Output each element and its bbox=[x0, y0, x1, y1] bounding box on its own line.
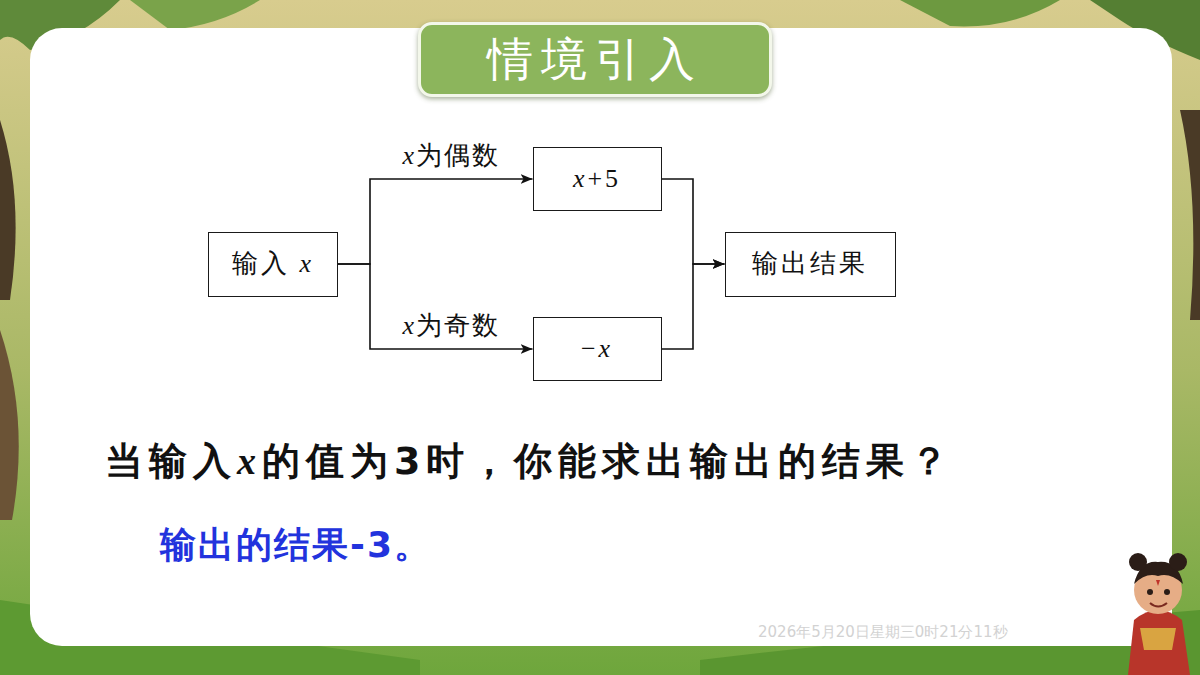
text-run: x bbox=[402, 311, 416, 340]
flow-arrow bbox=[662, 179, 725, 264]
flow-arrow bbox=[338, 179, 533, 264]
text-run: 为偶数 bbox=[416, 141, 500, 170]
text-run: 输出的结果-3。 bbox=[160, 524, 432, 565]
title-text: 情境引入 bbox=[487, 29, 703, 91]
text-run: 的值为3时，你能求出输出的结果？ bbox=[262, 439, 954, 483]
text-run: 当输入 bbox=[105, 439, 237, 483]
process-box: x+5 bbox=[533, 147, 662, 211]
process-box: 输出结果 bbox=[725, 232, 896, 297]
text-run: x bbox=[299, 249, 314, 278]
text-run: 输入 bbox=[232, 249, 300, 278]
question-text: 当输入x的值为3时，你能求出输出的结果？ bbox=[105, 438, 954, 486]
condition-label: x为偶数 bbox=[400, 140, 502, 171]
cartoon-character bbox=[1128, 553, 1190, 675]
text-run: x bbox=[599, 334, 614, 363]
condition-label: x为奇数 bbox=[400, 310, 502, 341]
flow-arrow bbox=[662, 264, 725, 349]
flow-arrow bbox=[338, 264, 533, 349]
box-text: x+5 bbox=[573, 163, 621, 194]
process-box: −x bbox=[533, 317, 662, 381]
text-run: 2026年5月20日星期三0时21分11秒 bbox=[758, 623, 1008, 641]
answer-text: 输出的结果-3。 bbox=[160, 522, 432, 567]
text-run: 为奇数 bbox=[416, 311, 500, 340]
process-box: 输入 x bbox=[208, 232, 338, 297]
text-run: − bbox=[581, 334, 599, 363]
title-banner: 情境引入 bbox=[418, 22, 772, 97]
box-text: 输入 x bbox=[232, 248, 314, 279]
box-text: 输出结果 bbox=[752, 248, 868, 279]
white-panel bbox=[30, 28, 1172, 646]
box-text: −x bbox=[581, 333, 613, 364]
timestamp-watermark: 2026年5月20日星期三0时21分11秒 bbox=[758, 623, 1008, 642]
text-run: 情境引入 bbox=[487, 32, 703, 86]
text-run: x bbox=[237, 440, 262, 482]
text-run: x bbox=[573, 164, 588, 193]
text-run: x bbox=[402, 141, 416, 170]
text-run: +5 bbox=[587, 164, 621, 193]
text-run: 输出结果 bbox=[752, 249, 868, 278]
